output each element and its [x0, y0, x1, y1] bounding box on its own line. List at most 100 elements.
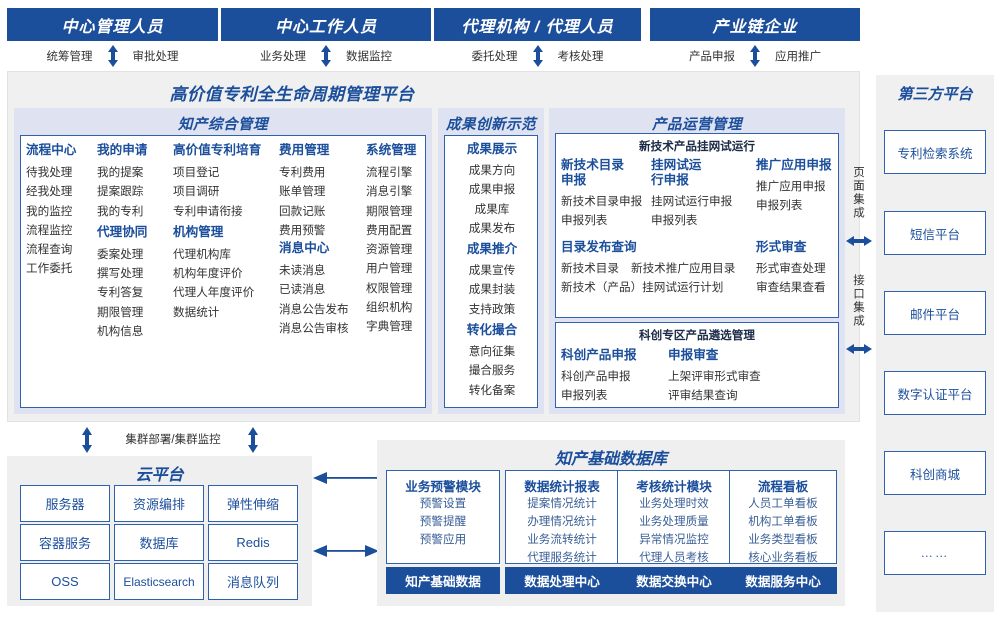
- menu-item[interactable]: 待我处理: [26, 166, 73, 179]
- db-item[interactable]: 业务处理质量: [639, 515, 709, 528]
- third-party-card-tech-mall[interactable]: 科创商城: [884, 451, 986, 495]
- third-party-card-sms[interactable]: 短信平台: [884, 211, 986, 255]
- menu-item[interactable]: 新技术目录申报: [561, 195, 643, 208]
- db-item[interactable]: 业务处理时效: [639, 497, 709, 510]
- db-item[interactable]: 预警提醒: [419, 515, 467, 528]
- menu-item[interactable]: 支持政策: [468, 302, 516, 316]
- menu-item[interactable]: 权限管理: [366, 281, 413, 295]
- menu-item[interactable]: 申报列表: [756, 199, 803, 213]
- menu-item[interactable]: 消息引擎: [366, 185, 413, 199]
- menu-item[interactable]: 期限管理: [97, 305, 144, 319]
- menu-item[interactable]: 新技术（产品）挂网试运行计划: [561, 281, 724, 295]
- third-party-card-patent-search[interactable]: 专利检索系统: [884, 130, 986, 174]
- menu-item[interactable]: 我的监控: [26, 204, 73, 218]
- menu-item[interactable]: 成果封装: [468, 283, 516, 297]
- menu-item[interactable]: 组织机构: [366, 301, 413, 315]
- db-item[interactable]: 代理服务统计: [527, 551, 597, 564]
- db-item[interactable]: 机构工单看板: [748, 515, 818, 528]
- menu-item[interactable]: 账单管理: [279, 185, 326, 199]
- menu-item[interactable]: 转化备案: [468, 383, 516, 397]
- db-item[interactable]: 预警设置: [419, 497, 467, 510]
- menu-item[interactable]: 资源管理: [366, 243, 413, 257]
- menu-item[interactable]: 项目调研: [173, 185, 220, 199]
- menu-item[interactable]: 撰写处理: [97, 267, 144, 281]
- menu-item[interactable]: 意向征集: [468, 345, 516, 359]
- menu-item[interactable]: 申报列表: [561, 389, 608, 403]
- menu-item[interactable]: 代理人年度评价: [173, 286, 255, 300]
- db-item[interactable]: 业务流转统计: [527, 533, 597, 546]
- cloud-card-redis[interactable]: Redis: [208, 524, 298, 561]
- db-item[interactable]: 办理情况统计: [527, 515, 597, 528]
- third-party-card-digital-cert[interactable]: 数字认证平台: [884, 371, 986, 415]
- menu-item[interactable]: 评审结果查询: [668, 389, 738, 403]
- cloud-card-resource-orchestration[interactable]: 资源编排: [114, 485, 204, 522]
- menu-item[interactable]: 流程引擎: [366, 166, 413, 179]
- menu-item[interactable]: 审查结果查看: [756, 281, 826, 295]
- menu-item[interactable]: 挂网试运行申报: [651, 195, 733, 208]
- menu-item[interactable]: 新技术目录: [561, 262, 619, 275]
- cloud-card-oss[interactable]: OSS: [20, 563, 110, 600]
- menu-item[interactable]: 经我处理: [26, 185, 73, 199]
- db-item[interactable]: 人员工单看板: [748, 497, 818, 510]
- role-bar-0[interactable]: 中心管理人员: [7, 8, 218, 41]
- menu-item[interactable]: 流程监控: [26, 223, 73, 237]
- menu-item[interactable]: 成果库: [474, 202, 510, 216]
- menu-item[interactable]: 用户管理: [366, 262, 413, 276]
- menu-item[interactable]: 工作委托: [26, 262, 73, 276]
- cloud-card-database[interactable]: 数据库: [114, 524, 204, 561]
- menu-item[interactable]: 代理机构库: [173, 247, 231, 261]
- menu-item[interactable]: 回款记账: [279, 204, 326, 218]
- menu-item[interactable]: 专利费用: [279, 166, 326, 179]
- menu-item[interactable]: 消息公告审核: [279, 322, 349, 336]
- third-party-card-more[interactable]: ……: [884, 531, 986, 575]
- menu-item[interactable]: 我的提案: [97, 166, 144, 179]
- menu-item[interactable]: 流程查询: [26, 243, 73, 257]
- menu-item[interactable]: 上架评审形式审查: [668, 370, 761, 383]
- menu-item[interactable]: 费用配置: [366, 223, 413, 237]
- db-item[interactable]: 核心业务看板: [748, 551, 818, 564]
- menu-item[interactable]: 申报列表: [561, 214, 608, 228]
- menu-item[interactable]: 专利答复: [97, 286, 144, 300]
- db-bar-service-center[interactable]: 数据服务中心: [729, 567, 837, 594]
- role-bar-1[interactable]: 中心工作人员: [221, 8, 431, 41]
- role-bar-3[interactable]: 产业链企业: [650, 8, 860, 41]
- db-item[interactable]: 预警应用: [419, 533, 467, 546]
- menu-item[interactable]: 消息公告发布: [279, 302, 349, 316]
- db-item[interactable]: 异常情况监控: [639, 533, 709, 546]
- menu-item[interactable]: 提案跟踪: [97, 185, 144, 199]
- cloud-card-message-queue[interactable]: 消息队列: [208, 563, 298, 600]
- menu-item[interactable]: 成果方向: [468, 164, 516, 177]
- db-bar-exchange-center[interactable]: 数据交换中心: [617, 567, 731, 594]
- db-item[interactable]: 业务类型看板: [748, 533, 818, 546]
- menu-item[interactable]: 我的专利: [97, 204, 144, 218]
- db-item[interactable]: 代理人员考核: [639, 551, 709, 564]
- menu-item[interactable]: 已读消息: [279, 283, 326, 297]
- cloud-card-elastic-scaling[interactable]: 弹性伸缩: [208, 485, 298, 522]
- menu-item[interactable]: 期限管理: [366, 204, 413, 218]
- db-bar-processing-center[interactable]: 数据处理中心: [505, 567, 619, 594]
- menu-item[interactable]: 新技术推广应用目录: [630, 262, 736, 275]
- menu-item[interactable]: 成果宣传: [468, 264, 516, 278]
- menu-item[interactable]: 委案处理: [97, 247, 144, 261]
- third-party-card-email[interactable]: 邮件平台: [884, 291, 986, 335]
- menu-item[interactable]: 费用预警: [279, 223, 326, 237]
- cloud-card-container-service[interactable]: 容器服务: [20, 524, 110, 561]
- role-bar-2[interactable]: 代理机构 / 代理人员: [434, 8, 641, 41]
- db-item[interactable]: 提案情况统计: [527, 497, 597, 510]
- menu-item[interactable]: 字典管理: [366, 320, 413, 334]
- menu-item[interactable]: 未读消息: [279, 264, 326, 278]
- menu-item[interactable]: 机构年度评价: [173, 267, 243, 281]
- menu-item[interactable]: 科创产品申报: [561, 370, 631, 383]
- menu-item[interactable]: 成果发布: [468, 221, 516, 235]
- db-bar-basic-data[interactable]: 知产基础数据: [386, 567, 500, 594]
- menu-item[interactable]: 撮合服务: [468, 364, 516, 378]
- menu-item[interactable]: 专利申请衔接: [173, 204, 243, 218]
- menu-item[interactable]: 数据统计: [173, 305, 220, 319]
- menu-item[interactable]: 成果申报: [468, 183, 516, 197]
- menu-item[interactable]: 推广应用申报: [756, 180, 826, 193]
- menu-item[interactable]: 申报列表: [651, 214, 698, 228]
- menu-item[interactable]: 形式审查处理: [756, 262, 826, 275]
- menu-item[interactable]: 项目登记: [173, 166, 220, 179]
- menu-item[interactable]: 机构信息: [97, 325, 144, 339]
- cloud-card-elasticsearch[interactable]: Elasticsearch: [114, 563, 204, 600]
